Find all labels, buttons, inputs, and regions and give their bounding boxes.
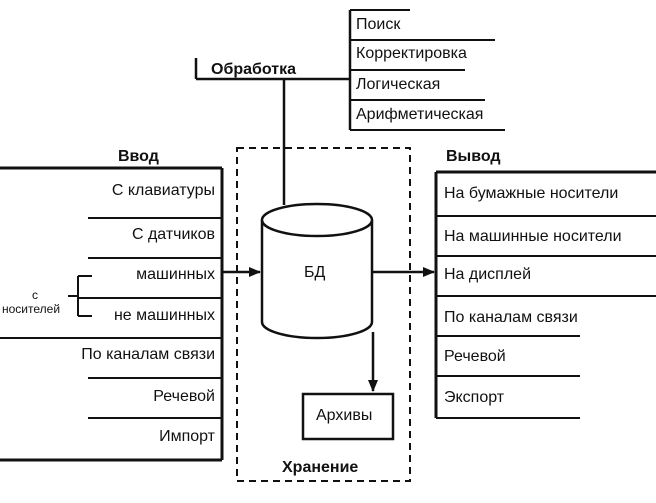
- processing-item-search: Поиск: [356, 16, 401, 33]
- carrier-label-line1: с: [32, 288, 38, 302]
- archive-label: Архивы: [316, 407, 373, 424]
- carrier-label-line2: носителей: [2, 302, 61, 316]
- input-item-machine: машинных: [136, 266, 215, 283]
- input-item-speech: Речевой: [153, 388, 215, 405]
- processing-bracket: [348, 9, 505, 131]
- output-item-export: Экспорт: [444, 389, 505, 406]
- input-item-non-machine: не машинных: [113, 307, 215, 324]
- input-title: Ввод: [118, 148, 159, 165]
- input-item-sensors: С датчиков: [131, 226, 215, 243]
- output-item-channels: По каналам связи: [444, 309, 578, 326]
- output-item-display: На дисплей: [444, 266, 532, 283]
- processing-item-correction: Корректировка: [356, 45, 467, 62]
- processing-connector: [194, 58, 350, 205]
- output-item-machine-media: На машинные носители: [444, 228, 622, 245]
- processing-item-logical: Логическая: [356, 76, 441, 93]
- database-cylinder: [260, 202, 374, 340]
- output-title: Вывод: [446, 148, 501, 165]
- output-box: [434, 170, 656, 419]
- output-item-speech: Речевой: [444, 348, 506, 365]
- archive-box: [301, 392, 395, 441]
- storage-boundary: [236, 147, 411, 482]
- input-item-channels: По каналам связи: [81, 346, 215, 363]
- output-item-paper: На бумажные носители: [444, 185, 619, 202]
- processing-item-arithmetic: Арифметическая: [356, 106, 484, 123]
- input-box: [0, 166, 224, 462]
- input-item-import: Импорт: [159, 428, 215, 445]
- input-item-keyboard: С клавиатуры: [111, 182, 215, 199]
- processing-title: Обработка: [211, 61, 296, 78]
- database-label: БД: [304, 264, 326, 281]
- storage-title: Хранение: [282, 459, 359, 476]
- carrier-bracket: [68, 275, 92, 317]
